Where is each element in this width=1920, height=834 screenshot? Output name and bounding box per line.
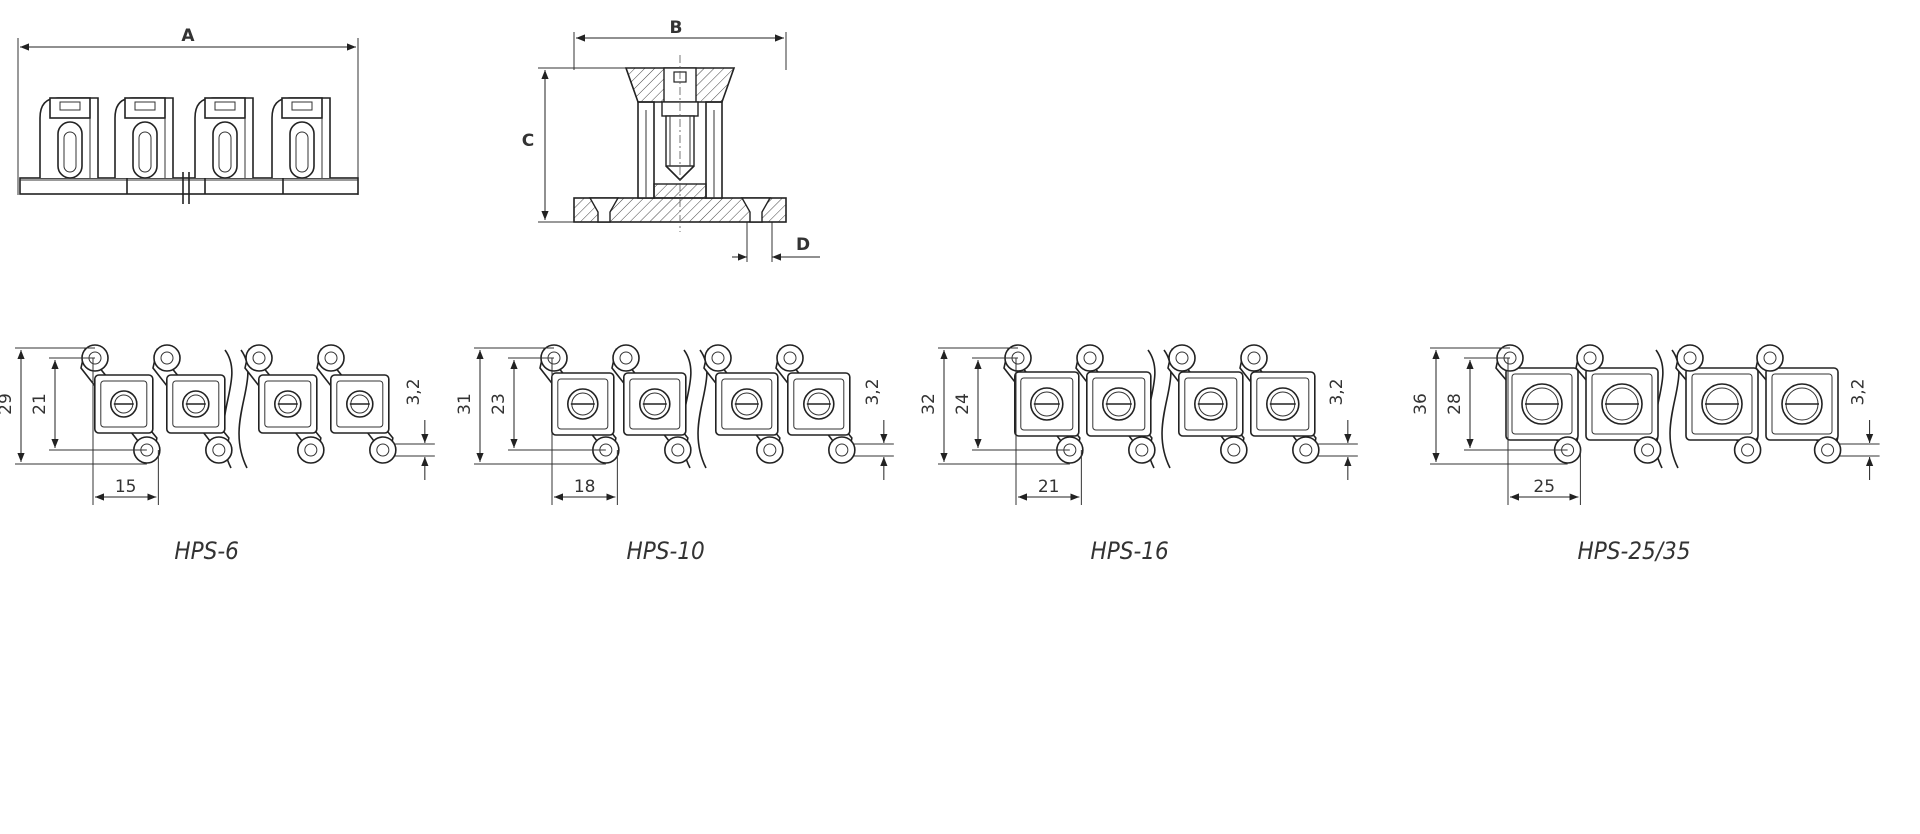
variant-caption: HPS-10 [626, 537, 704, 565]
front-clamp-block [39, 97, 99, 179]
outer-height-label: 36 [1411, 393, 1431, 415]
inner-height-label: 23 [489, 393, 509, 415]
section-view: B C D [522, 18, 820, 262]
variant-caption: HPS-6 [174, 537, 239, 565]
front-clamp-block [271, 97, 331, 179]
variant-caption: HPS-16 [1090, 537, 1168, 565]
outer-height-label: 32 [919, 393, 939, 415]
variant-caption: HPS-25/35 [1578, 537, 1691, 565]
inner-height-label: 21 [30, 393, 50, 415]
pitch-label: 25 [1533, 477, 1555, 497]
thickness-label: 3,2 [1327, 378, 1347, 405]
thickness-label: 3,2 [404, 378, 424, 405]
dimension-a-label: A [181, 26, 195, 46]
dimension-b-label: B [670, 18, 683, 38]
outer-height-label: 31 [455, 393, 475, 415]
inner-height-label: 24 [953, 393, 973, 415]
pitch-label: 21 [1038, 477, 1060, 497]
front-view: A [17, 26, 359, 204]
outer-height-label: 29 [0, 393, 16, 415]
thickness-label: 3,2 [863, 378, 883, 405]
thickness-label: 3,2 [1849, 378, 1869, 405]
pitch-label: 15 [115, 477, 137, 497]
inner-height-label: 28 [1445, 393, 1465, 415]
dimension-c-label: C [522, 131, 534, 151]
pitch-label: 18 [574, 477, 596, 497]
front-clamp-block [114, 97, 174, 179]
dimension-d-label: D [796, 235, 810, 255]
front-clamp-block [194, 97, 254, 179]
